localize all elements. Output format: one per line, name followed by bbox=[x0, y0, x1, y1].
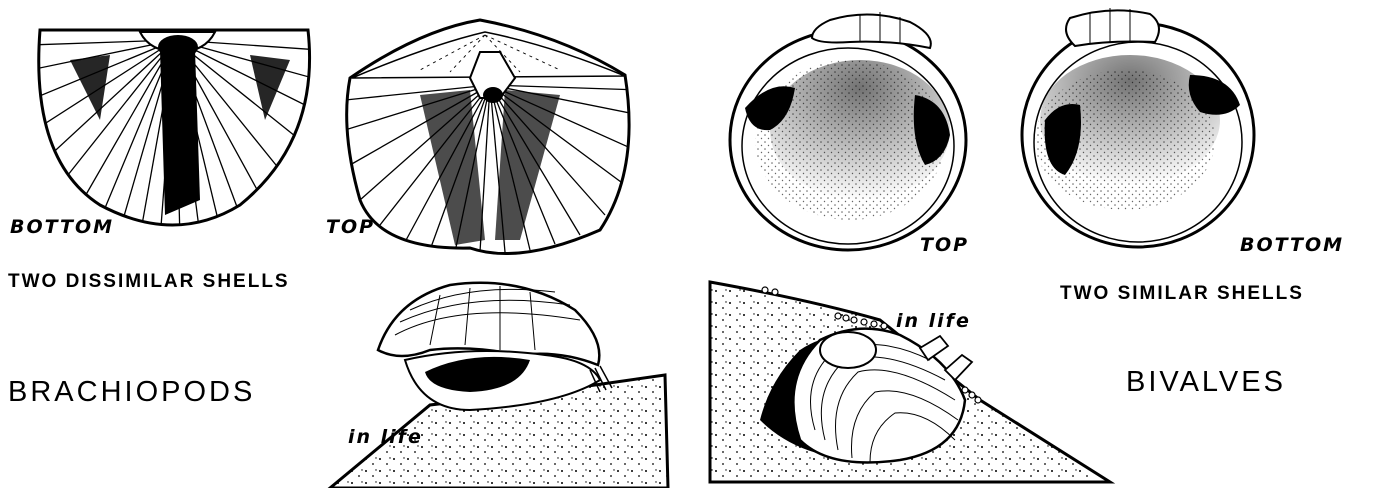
brachiopod-caption: TWO DISSIMILAR SHELLS bbox=[8, 272, 290, 291]
brachiopod-top-shell bbox=[345, 20, 640, 254]
brachiopod-bottom-shell bbox=[30, 30, 320, 240]
bivalve-bottom-valve bbox=[1022, 8, 1254, 247]
brachiopod-in-life-scene bbox=[320, 283, 680, 488]
bivalve-in-life-label: in life bbox=[896, 312, 971, 331]
brachiopod-top-label: TOP bbox=[326, 218, 375, 237]
bivalve-caption: TWO SIMILAR SHELLS bbox=[1060, 284, 1304, 303]
brachiopod-in-life-label: in life bbox=[348, 428, 423, 447]
bivalve-bottom-label: BOTTOM bbox=[1240, 236, 1344, 255]
brachiopods-title: BRACHIOPODS bbox=[8, 378, 255, 407]
brachiopod-bottom-label: BOTTOM bbox=[10, 218, 114, 237]
bivalve-top-valve bbox=[730, 12, 966, 250]
bivalve-top-label: TOP bbox=[920, 236, 969, 255]
bivalves-title: BIVALVES bbox=[1126, 368, 1286, 397]
